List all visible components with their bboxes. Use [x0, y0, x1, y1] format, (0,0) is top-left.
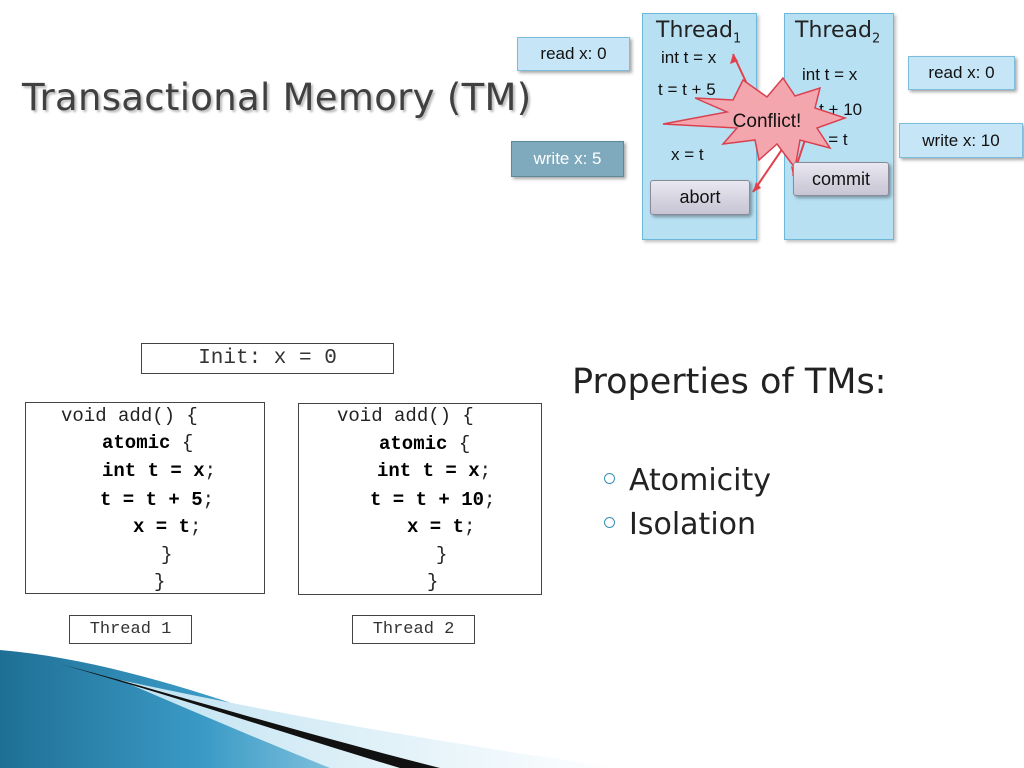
- properties-title: Properties of TMs:: [572, 362, 887, 402]
- code2-close-outer: }: [427, 571, 439, 593]
- code2-line2: atomic {: [379, 433, 471, 455]
- arrowhead-thread1-read: [730, 54, 738, 64]
- commit-button[interactable]: commit: [793, 162, 889, 196]
- code1-line2: atomic {: [102, 432, 194, 454]
- code1-close-inner: }: [161, 544, 173, 566]
- code1-line1: void add() {: [61, 405, 198, 427]
- t2-write-callout: write x: 10: [899, 123, 1023, 158]
- conflict-burst: Conflict!: [662, 53, 848, 193]
- code1-line5: x = t;: [133, 516, 202, 538]
- slide-title: Transactional Memory (TM): [22, 76, 532, 119]
- code2-line1: void add() {: [337, 405, 474, 427]
- bullet-circle-icon: [604, 517, 615, 528]
- thread1-line-read: int t = x: [661, 48, 717, 67]
- arrowhead-abort: [753, 182, 761, 192]
- property-isolation: Isolation: [604, 507, 756, 542]
- t1-read-callout: read x: 0: [517, 37, 630, 71]
- conflict-star-shape: [662, 76, 848, 170]
- init-box: Init: x = 0: [141, 343, 394, 374]
- thread1-title: Thread1: [656, 18, 742, 47]
- code2-line4: t = t + 10;: [370, 489, 496, 511]
- t1-write-callout: write x: 5: [511, 141, 624, 177]
- bullet-circle-icon: [604, 473, 615, 484]
- thread2-line-read: int t = x: [802, 65, 858, 84]
- code2-line3: int t = x;: [377, 460, 492, 482]
- code1-line3: int t = x;: [102, 460, 217, 482]
- thread2-title: Thread2: [795, 18, 881, 47]
- abort-button[interactable]: abort: [650, 180, 750, 215]
- thread1-line-write: x = t: [671, 145, 704, 164]
- thread1-line-add: t = t + 5: [658, 80, 716, 99]
- swoosh-black: [60, 664, 440, 768]
- code-box-thread1: void add() { atomic { int t = x; t = t +…: [25, 402, 265, 594]
- arrow-to-abort: [752, 144, 786, 193]
- thread1-label: Thread 1: [69, 615, 192, 644]
- code2-line5: x = t;: [407, 516, 476, 538]
- code1-line4: t = t + 5;: [100, 489, 215, 511]
- property-atomicity: Atomicity: [604, 463, 771, 498]
- code1-close-outer: }: [154, 571, 166, 593]
- thread2-label: Thread 2: [352, 615, 475, 644]
- conflict-label: Conflict!: [733, 111, 802, 132]
- code2-close-inner: }: [436, 544, 448, 566]
- code-box-thread2: void add() { atomic { int t = x; t = t +…: [298, 403, 542, 595]
- decorative-swoosh: [0, 650, 620, 768]
- t2-read-callout: read x: 0: [908, 56, 1015, 90]
